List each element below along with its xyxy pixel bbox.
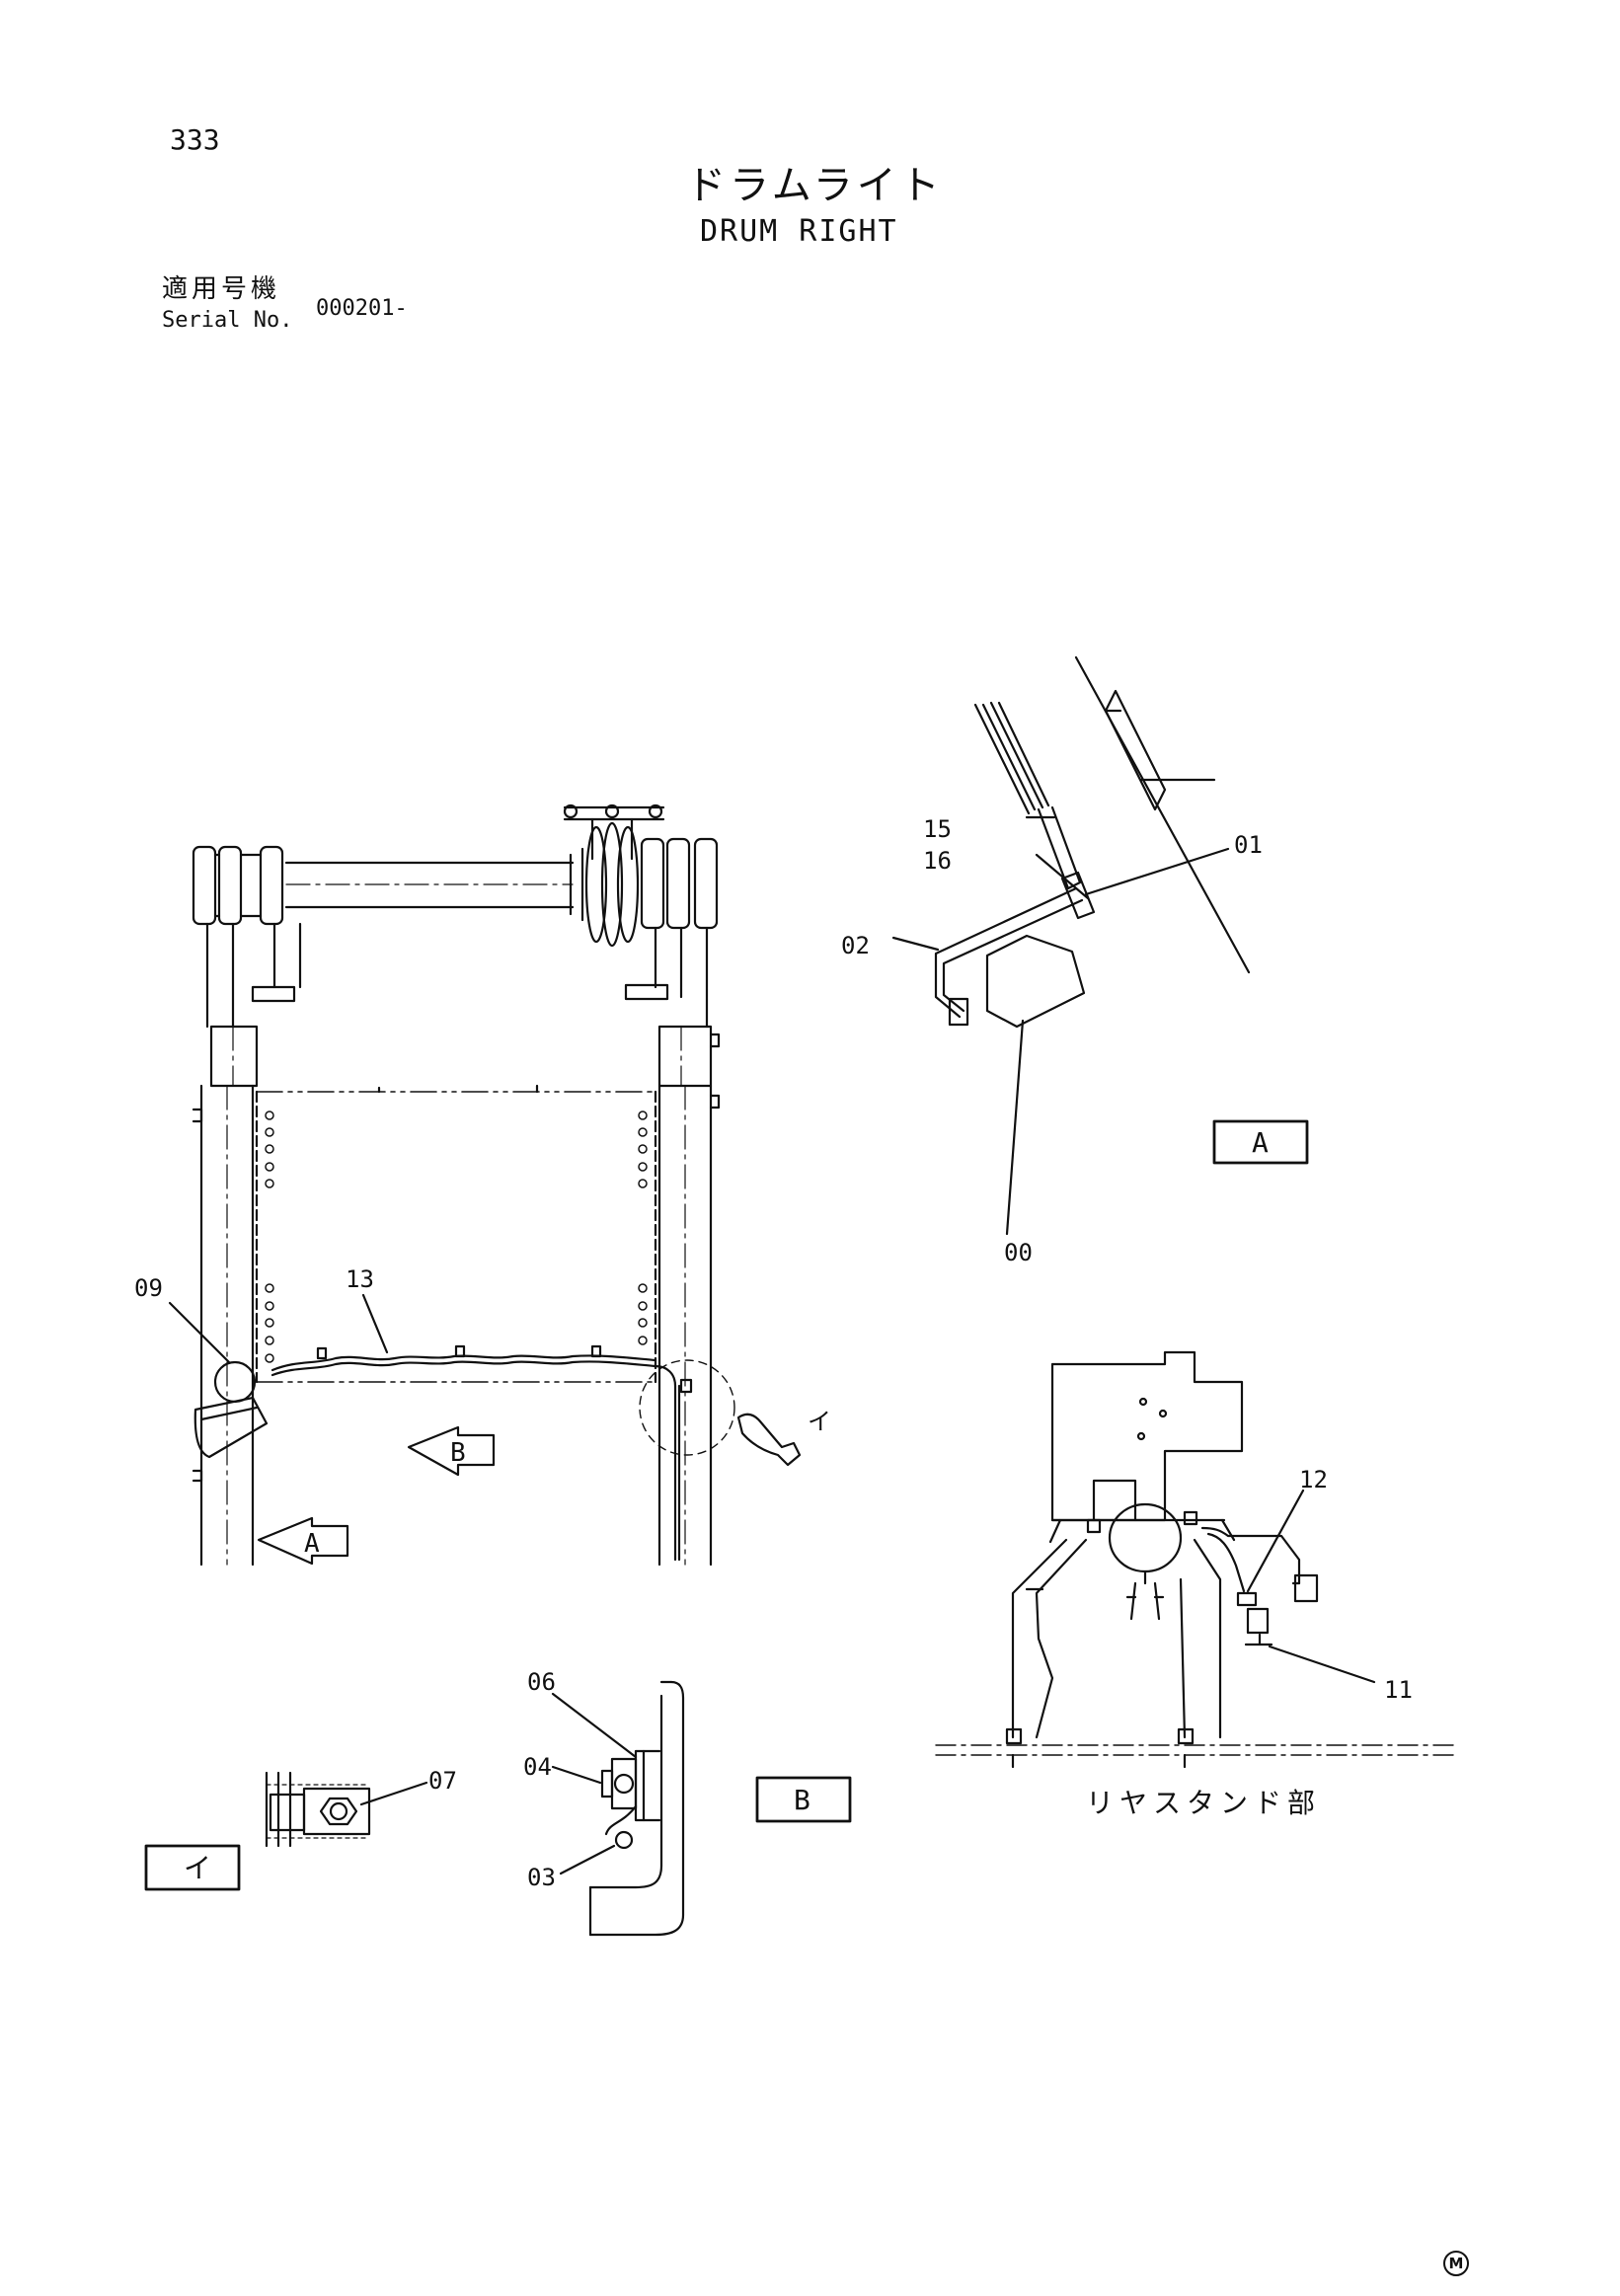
callout-13: 13 [346, 1265, 374, 1293]
arrow-label-b: B [450, 1438, 466, 1468]
serial-value: 000201- [316, 296, 408, 321]
view-b-detail [551, 1680, 852, 1937]
callout-03: 03 [527, 1864, 556, 1891]
manufacturer-mark-icon: M [1443, 2251, 1469, 2276]
callout-06: 06 [527, 1668, 556, 1696]
callout-i: イ [808, 1408, 831, 1435]
rear-stand-label: リヤスタンド部 [1086, 1787, 1321, 1819]
main-frame-view [168, 804, 802, 1567]
callout-04: 04 [523, 1753, 552, 1781]
callout-16: 16 [923, 847, 952, 875]
arrow-label-a: A [304, 1529, 320, 1559]
callout-09: 09 [134, 1274, 163, 1302]
callout-00: 00 [1004, 1239, 1033, 1266]
page-title-jp: ドラムライト [686, 163, 944, 208]
callout-07: 07 [428, 1767, 457, 1795]
view-i-detail [144, 1771, 428, 1891]
view-b-label: B [794, 1784, 810, 1816]
page-number: 333 [170, 123, 220, 156]
view-i-label: イ [184, 1852, 211, 1884]
page-title-en: DRUM RIGHT [700, 214, 898, 249]
callout-11: 11 [1384, 1676, 1413, 1704]
callout-12: 12 [1299, 1466, 1328, 1493]
callout-01: 01 [1234, 831, 1263, 859]
callout-15: 15 [923, 815, 952, 843]
rear-stand-detail [935, 1350, 1456, 1769]
view-a-label: A [1252, 1126, 1269, 1159]
serial-label-jp: 適用号機 [162, 274, 281, 304]
callout-02: 02 [841, 932, 870, 959]
serial-label-en: Serial No. [162, 308, 293, 333]
view-a-detail [891, 655, 1309, 1236]
